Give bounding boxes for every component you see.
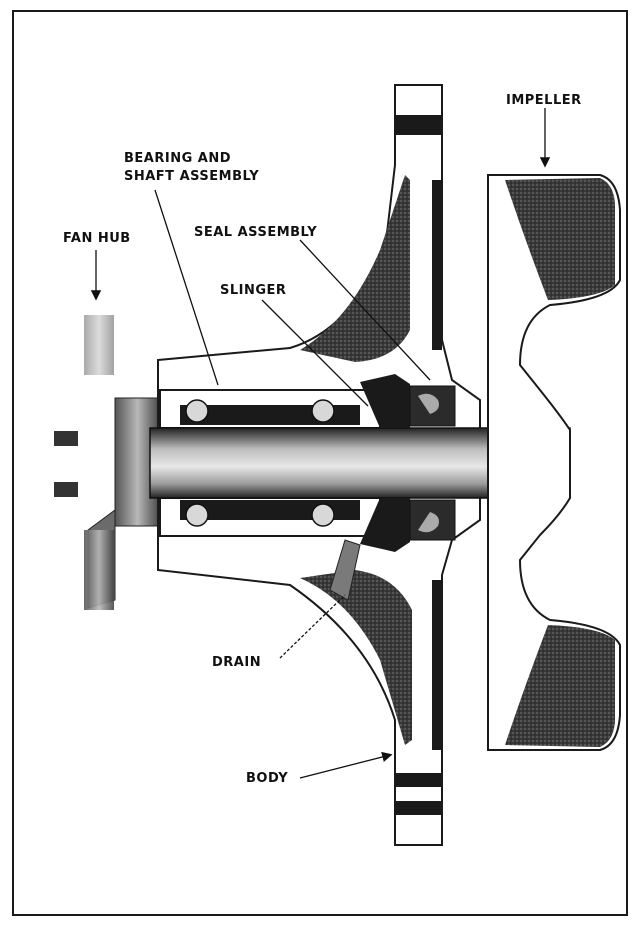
seal-assembly — [360, 374, 456, 552]
label-bearing-line1: BEARING AND — [124, 151, 232, 166]
drain-passage — [329, 539, 361, 601]
label-fan-hub: FAN HUB — [63, 231, 131, 246]
label-impeller: IMPELLER — [506, 93, 582, 108]
figure-frame — [12, 10, 628, 916]
label-body: BODY — [246, 771, 289, 786]
impeller — [487, 174, 621, 751]
leader-lines — [90, 108, 551, 779]
label-seal-assembly: SEAL ASSEMBLY — [194, 225, 318, 240]
fan-hub — [54, 315, 161, 610]
label-slinger: SLINGER — [220, 283, 287, 298]
label-bearing-line2: SHAFT ASSEMBLY — [124, 169, 260, 184]
label-drain: DRAIN — [212, 655, 262, 670]
